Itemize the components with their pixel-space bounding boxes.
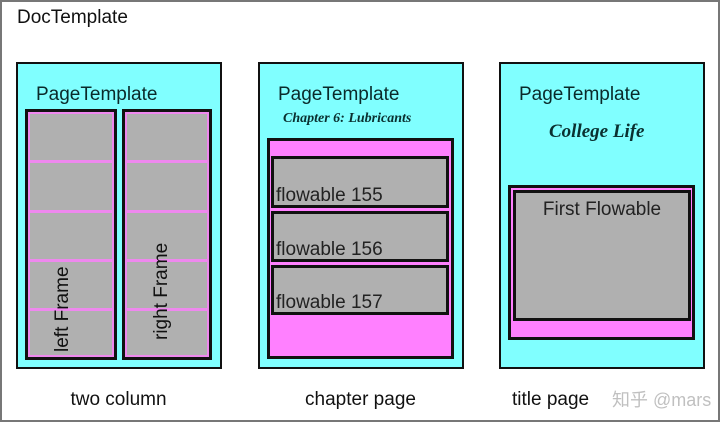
caption-chapter-page: chapter page: [305, 389, 416, 410]
chapter-heading: Chapter 6: Lubricants: [283, 111, 412, 126]
doc-template-title: DocTemplate: [17, 7, 128, 28]
right-frame-label: right Frame: [151, 242, 172, 340]
flowable-157: flowable 157: [271, 265, 449, 315]
caption-title-page: title page: [512, 389, 590, 410]
page-template-label: PageTemplate: [36, 84, 158, 105]
right-frame: right Frame: [122, 109, 212, 360]
left-frame-label: left Frame: [52, 266, 73, 352]
caption-two-column: two column: [70, 389, 167, 410]
left-frame: left Frame: [25, 109, 117, 360]
watermark: 知乎 @mars: [612, 390, 712, 410]
flowable-label: flowable 155: [276, 185, 383, 206]
flowable-label: flowable 157: [276, 292, 383, 313]
page-template-label: PageTemplate: [519, 84, 641, 105]
first-flowable: First Flowable: [513, 190, 691, 321]
flowable-155: flowable 155: [271, 156, 449, 208]
flowable-label: First Flowable: [542, 199, 662, 220]
flowable-156: flowable 156: [271, 211, 449, 262]
title-heading: College Life: [549, 121, 645, 142]
flowable-label: flowable 156: [276, 239, 383, 260]
page-template-label: PageTemplate: [278, 84, 400, 105]
